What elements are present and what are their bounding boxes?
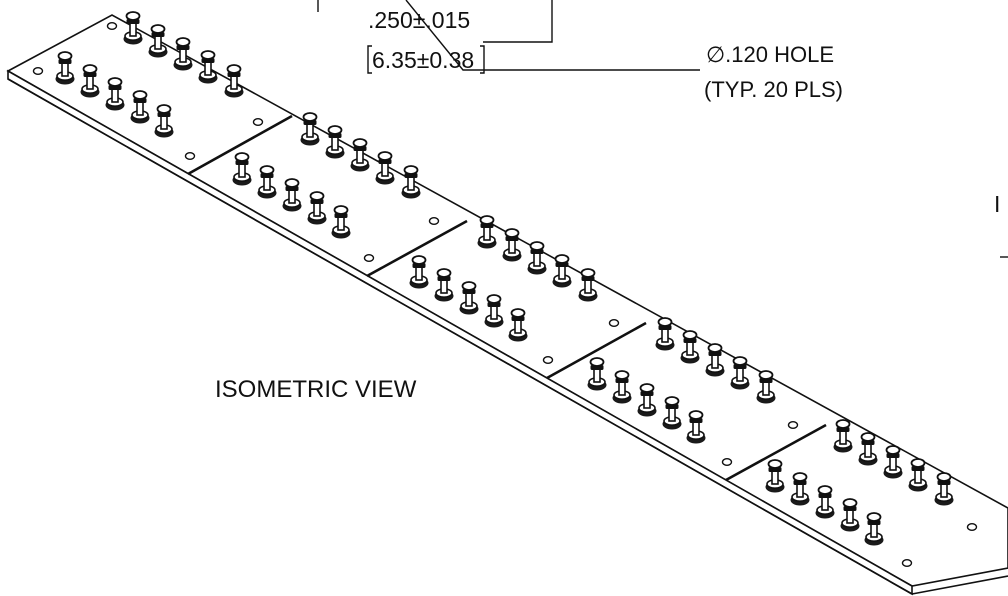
stud — [477, 215, 497, 249]
stud — [198, 50, 218, 84]
stud — [833, 419, 853, 453]
stud — [350, 138, 370, 172]
stud — [612, 370, 632, 404]
mounting-hole — [721, 458, 733, 467]
stud — [502, 228, 522, 262]
panel-seam-3 — [546, 321, 647, 380]
mounting-hole — [363, 253, 375, 262]
panel-seam-4 — [725, 423, 827, 482]
dimension-metric: 6.35±0.38 — [372, 47, 474, 73]
stud — [655, 317, 675, 351]
panel-seams — [187, 114, 827, 482]
stud — [864, 512, 884, 546]
studs — [55, 11, 954, 546]
stud — [375, 151, 395, 185]
mounting-hole — [184, 151, 196, 160]
stud — [527, 241, 547, 275]
hole-callout-line2: (TYP. 20 PLS) — [704, 77, 843, 102]
bracket-left — [367, 45, 372, 74]
stud — [300, 112, 320, 146]
view-title: ISOMETRIC VIEW — [215, 376, 417, 403]
stud — [224, 64, 244, 98]
panel-seam-1 — [187, 114, 293, 176]
stud — [154, 104, 174, 138]
mounting-hole — [901, 559, 913, 568]
mounting-holes — [32, 22, 978, 568]
stud — [765, 459, 785, 493]
stud — [662, 396, 682, 430]
stud — [508, 308, 528, 342]
mounting-hole — [252, 117, 264, 126]
stud — [578, 268, 598, 302]
dimension-metric-group: 6.35±0.38 — [367, 45, 485, 74]
mounting-hole — [787, 421, 799, 430]
dimension-imperial: .250±.015 — [368, 7, 470, 33]
stud — [55, 51, 75, 85]
dimension-leader — [483, 0, 553, 43]
plate-front-face — [7, 69, 913, 596]
mounting-hole — [542, 356, 554, 365]
stud — [331, 205, 351, 239]
leader-lines — [317, 0, 700, 71]
stud — [686, 410, 706, 444]
bracket-right — [480, 45, 485, 74]
plate-front-bottom-edge — [7, 78, 913, 595]
edge-fragment: I — [994, 191, 1000, 217]
mounting-hole — [966, 523, 978, 532]
stud — [105, 77, 125, 111]
stud — [637, 383, 657, 417]
stud — [883, 445, 903, 479]
stud — [123, 11, 143, 45]
stud — [756, 370, 776, 404]
stud — [325, 125, 345, 159]
mounting-hole — [32, 66, 44, 75]
stud — [484, 294, 504, 328]
plate-right-bottom-edge — [911, 575, 1008, 595]
stud — [908, 458, 928, 492]
stud — [434, 268, 454, 302]
stud — [282, 178, 302, 212]
stud — [680, 330, 700, 364]
stud — [840, 498, 860, 532]
stud — [130, 90, 150, 124]
stud — [257, 165, 277, 199]
stud — [587, 357, 607, 391]
stud — [401, 165, 421, 199]
stud — [705, 343, 725, 377]
stud — [858, 432, 878, 466]
hole-callout-line1: ∅.120 HOLE — [706, 42, 834, 67]
mounting-hole — [428, 216, 440, 225]
stud — [730, 356, 750, 390]
stud — [552, 254, 572, 288]
hole-callout-leader — [405, 0, 700, 71]
stud — [307, 191, 327, 225]
stud — [232, 152, 252, 186]
stud — [934, 472, 954, 506]
panel-seam-2 — [366, 219, 468, 278]
mounting-hole — [608, 319, 620, 328]
stud — [790, 472, 810, 506]
stud — [173, 37, 193, 71]
mounting-hole — [106, 22, 118, 31]
plate-top-face — [6, 14, 1008, 587]
stud — [409, 255, 429, 289]
stud — [815, 485, 835, 519]
stud — [459, 281, 479, 315]
stud — [148, 24, 168, 58]
plate — [6, 14, 1008, 596]
stud — [80, 64, 100, 98]
